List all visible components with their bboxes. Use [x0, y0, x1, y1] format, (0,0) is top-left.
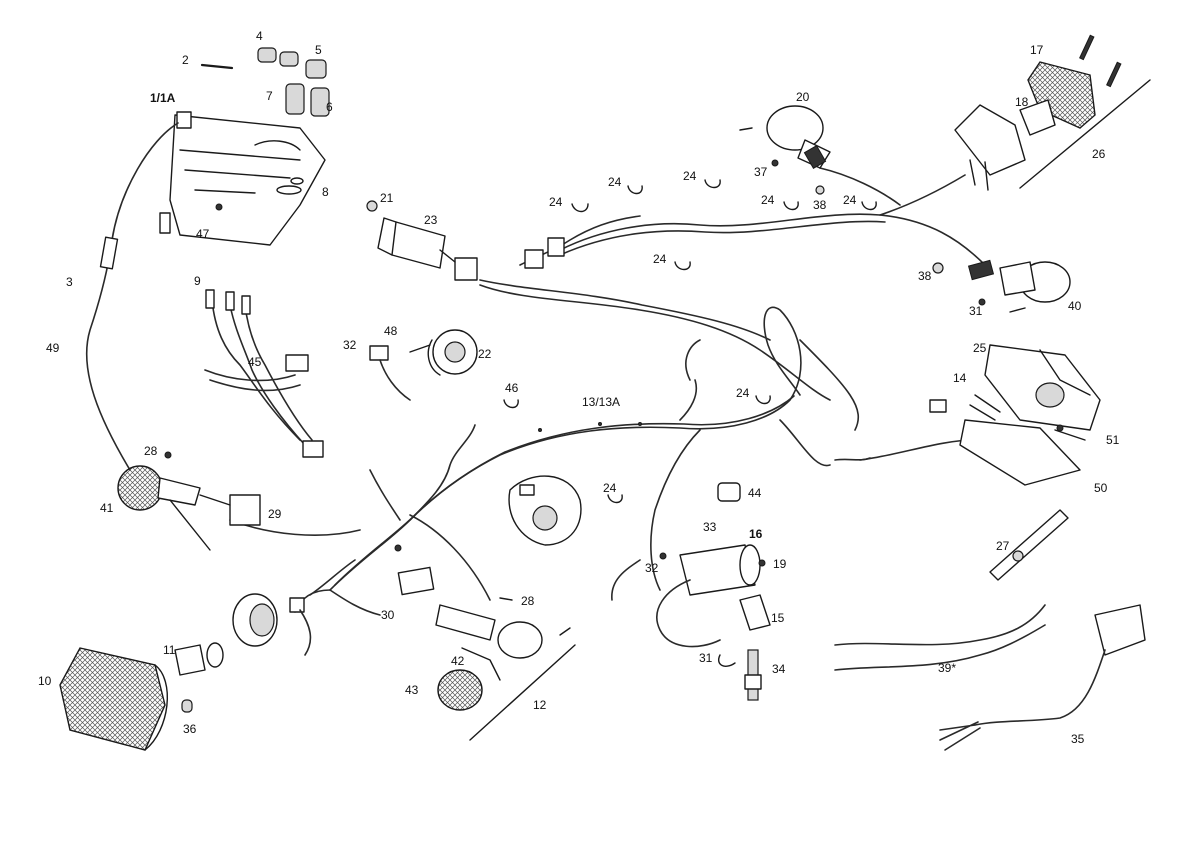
part-label-40: 40 [1068, 299, 1082, 313]
part-label-18: 18 [1015, 95, 1029, 109]
part-label-33: 33 [703, 520, 717, 534]
spark-plug-34 [718, 649, 762, 701]
part-label-45: 45 [248, 355, 262, 369]
part-label-31b: 31 [699, 651, 713, 665]
headlight-10 [59, 642, 224, 751]
instrument-cluster [159, 111, 326, 246]
part-labels: 1/1A2456784734994521233248224613/13A2424… [38, 29, 1120, 746]
part-label-28b: 28 [521, 594, 535, 608]
part-label-7: 7 [266, 89, 273, 103]
strap-27 [989, 509, 1069, 581]
part-label-17: 17 [1030, 43, 1044, 57]
part-label-23: 23 [424, 213, 438, 227]
turn-signal-20 [739, 105, 831, 195]
part-label-46: 46 [505, 381, 519, 395]
part-label-24f: 24 [653, 252, 667, 266]
part-label-44: 44 [748, 486, 762, 500]
part-label-24a: 24 [549, 195, 563, 209]
part-label-30: 30 [381, 608, 395, 622]
handlebar-switch [508, 475, 582, 546]
part-label-28a: 28 [144, 444, 158, 458]
part-label-34: 34 [772, 662, 786, 676]
part-label-3: 3 [66, 275, 73, 289]
part-label-24c: 24 [683, 169, 697, 183]
part-label-9: 9 [194, 274, 201, 288]
part-label-47: 47 [196, 227, 210, 241]
cable-clips-24 [503, 179, 877, 504]
part-label-10: 10 [38, 674, 52, 688]
sub-harness-45 [204, 289, 324, 458]
part-label-24g: 24 [736, 386, 750, 400]
part-label-24d: 24 [761, 193, 775, 207]
part-label-25: 25 [973, 341, 987, 355]
part-label-29: 29 [268, 507, 282, 521]
part-label-41: 41 [100, 501, 114, 515]
headlight-housing [232, 593, 312, 656]
part-label-26: 26 [1092, 147, 1106, 161]
part-label-5: 5 [315, 43, 322, 57]
part-label-49: 49 [46, 341, 60, 355]
turn-signal-43 [397, 566, 576, 741]
part-label-38a: 38 [813, 198, 827, 212]
part-label-12: 12 [533, 698, 547, 712]
turn-signal-41 [117, 451, 261, 551]
part-label-2: 2 [182, 53, 189, 67]
turn-signal-40 [932, 259, 1071, 313]
part-label-1-1a: 1/1A [150, 91, 176, 105]
voltage-regulator-25 [929, 344, 1101, 486]
mudguard-bracket-26 [954, 79, 1151, 191]
part-label-39: 39* [938, 661, 956, 675]
part-label-48: 48 [384, 324, 398, 338]
part-label-51: 51 [1106, 433, 1120, 447]
part-label-13-13a: 13/13A [582, 395, 620, 409]
part-label-19: 19 [773, 557, 787, 571]
small-parts-2-7 [200, 47, 330, 117]
wiring-harness-35 [939, 604, 1146, 751]
part-label-24b: 24 [608, 175, 622, 189]
part-label-50: 50 [1094, 481, 1108, 495]
part-label-32b: 32 [645, 561, 659, 575]
cdi-unit-23 [366, 200, 565, 281]
part-label-38b: 38 [918, 269, 932, 283]
instrument-cable [85, 122, 179, 471]
part-label-16: 16 [749, 527, 763, 541]
cable-39 [834, 604, 1046, 671]
part-label-24h: 24 [603, 481, 617, 495]
part-label-42: 42 [451, 654, 465, 668]
part-label-22: 22 [478, 347, 492, 361]
ignition-coil-16 [656, 482, 771, 648]
part-label-24e: 24 [843, 193, 857, 207]
tail-light-17 [1019, 34, 1122, 136]
part-label-14: 14 [953, 371, 967, 385]
part-label-27: 27 [996, 539, 1010, 553]
part-label-37: 37 [754, 165, 768, 179]
horn-22 [369, 329, 478, 401]
main-wiring-harness [229, 167, 986, 616]
part-label-21: 21 [380, 191, 394, 205]
part-label-8: 8 [322, 185, 329, 199]
part-label-4: 4 [256, 29, 263, 43]
part-label-15: 15 [771, 611, 785, 625]
part-label-36: 36 [183, 722, 197, 736]
part-label-32a: 32 [343, 338, 357, 352]
part-label-6: 6 [326, 100, 333, 114]
part-label-43: 43 [405, 683, 419, 697]
part-label-35: 35 [1071, 732, 1085, 746]
part-label-31a: 31 [969, 304, 983, 318]
part-label-11: 11 [163, 643, 176, 657]
part-label-20: 20 [796, 90, 810, 104]
